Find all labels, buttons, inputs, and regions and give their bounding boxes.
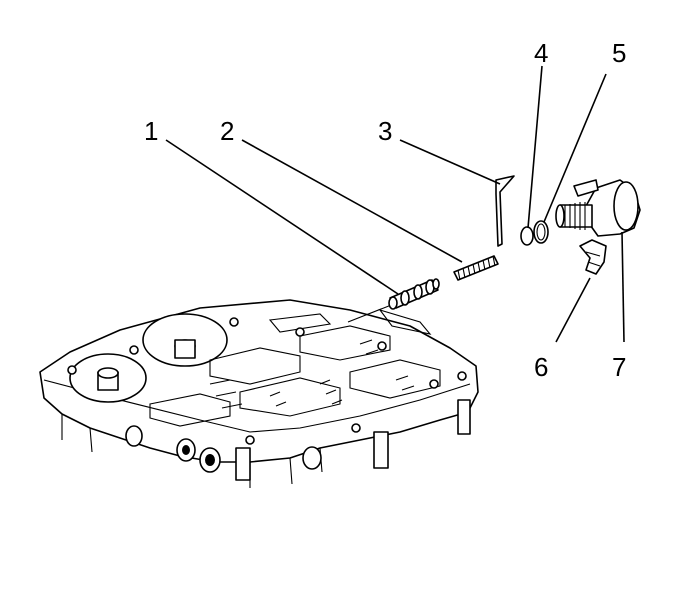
- leader-line-4: [527, 65, 543, 229]
- leader-line-7: [621, 231, 625, 343]
- callout-4: 4: [534, 38, 548, 68]
- leader-lines: [165, 65, 625, 343]
- callout-6: 6: [534, 352, 548, 382]
- leader-line-1: [165, 139, 399, 295]
- callout-labels: 1 2 3 4 5 6 7: [144, 38, 626, 382]
- callout-3: 3: [378, 116, 392, 146]
- solenoid: [555, 179, 641, 237]
- spring: [453, 255, 499, 281]
- callout-2: 2: [220, 116, 234, 146]
- leader-line-6: [555, 277, 591, 343]
- callout-5: 5: [612, 38, 626, 68]
- valve-spool: [388, 278, 440, 310]
- retainer-pin: [495, 175, 515, 247]
- o-ring-small: [520, 226, 534, 246]
- retaining-clip: [579, 239, 607, 275]
- leader-line-3: [399, 139, 501, 185]
- leader-line-2: [241, 139, 463, 263]
- valve-body: [39, 299, 479, 488]
- callout-7: 7: [612, 352, 626, 382]
- leader-line-5: [543, 73, 607, 223]
- callout-1: 1: [144, 116, 158, 146]
